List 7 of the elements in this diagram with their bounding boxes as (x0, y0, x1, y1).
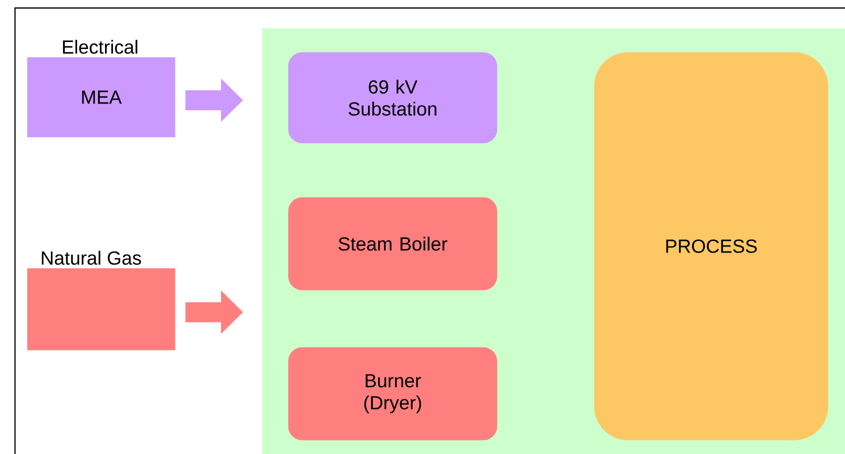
box-heading: Electrical (63, 40, 138, 54)
process-box: PROCESS (594, 52, 828, 440)
equipment-box: 69 kV Substation (288, 52, 498, 144)
source-box: MEA (27, 57, 176, 138)
box-heading: Natural Gas (42, 250, 141, 265)
equipment-box: Burner (Dryer) (288, 347, 498, 440)
equipment-box: Steam Boiler (288, 197, 498, 290)
